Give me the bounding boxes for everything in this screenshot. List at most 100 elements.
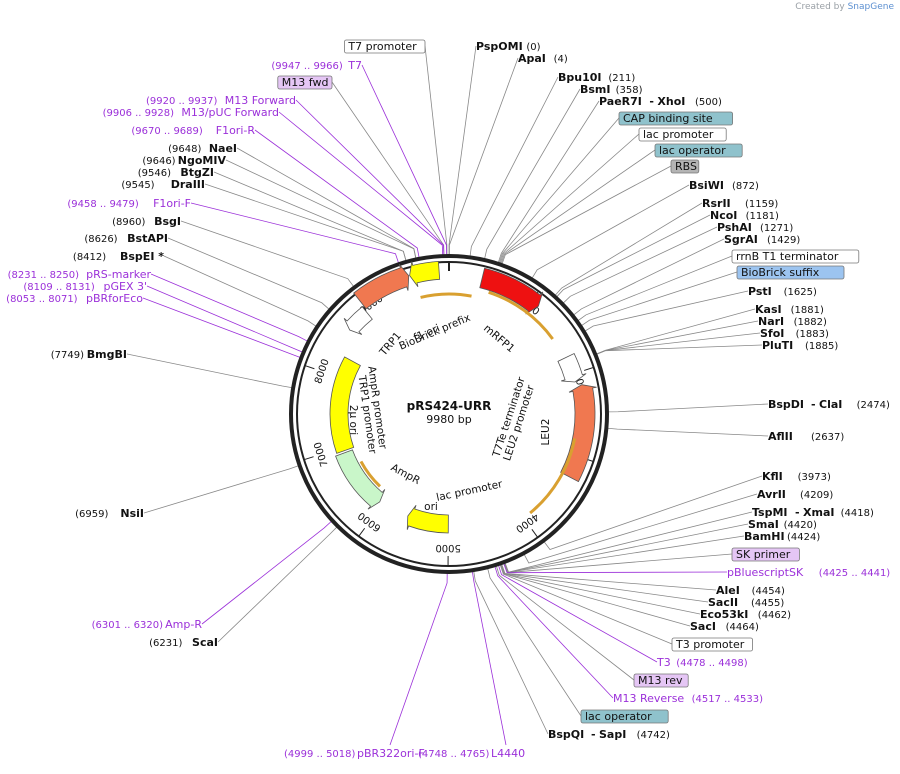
label-kasi: KasI(1881) bbox=[755, 303, 824, 316]
leader-line bbox=[497, 564, 658, 663]
site-position: (1625) bbox=[784, 287, 817, 298]
leader-line bbox=[225, 159, 417, 260]
leader-line bbox=[361, 64, 448, 257]
leader-line bbox=[572, 238, 725, 317]
feature-box-label: CAP binding site bbox=[623, 112, 713, 125]
leader-line bbox=[504, 523, 749, 573]
feature-ori bbox=[406, 504, 449, 534]
feature-box-label: M13 fwd bbox=[282, 76, 329, 89]
site-name: pBluescriptSK bbox=[727, 566, 804, 579]
site-position: (1159) bbox=[745, 199, 778, 210]
site-position: (500) bbox=[695, 97, 722, 108]
feature-box-label: lac operator bbox=[585, 710, 652, 723]
leader-line bbox=[523, 493, 758, 564]
label-nsii: NsiI(6959) bbox=[75, 507, 144, 520]
site-name: PspOMI bbox=[476, 40, 523, 53]
orientation-arc bbox=[420, 292, 472, 299]
site-name: BsgI bbox=[154, 215, 181, 228]
site-name: NsiI bbox=[120, 507, 144, 520]
site-position: (8626) bbox=[84, 234, 117, 245]
feature-box bbox=[580, 709, 669, 724]
site-position: (4418) bbox=[841, 508, 874, 519]
feature-box-label: BioBrick suffix bbox=[741, 266, 820, 279]
leader-line bbox=[424, 45, 448, 257]
site-position: (9947 .. 9966) bbox=[271, 61, 343, 72]
site-separator: - bbox=[795, 506, 800, 519]
feature-2-ori bbox=[329, 356, 361, 454]
tick-label: 6000 bbox=[356, 509, 383, 533]
site-name: pBR322ori-F bbox=[357, 747, 425, 760]
feature-box-label: lac operator bbox=[659, 144, 726, 157]
site-name: M13 Reverse bbox=[613, 692, 684, 705]
site-position: (8231 .. 8250) bbox=[8, 270, 80, 281]
site-name: SacII bbox=[708, 596, 738, 609]
site-name-2: ClaI bbox=[819, 398, 842, 411]
site-name: BtgZI bbox=[180, 166, 214, 179]
leader-line bbox=[473, 570, 549, 735]
leader-line bbox=[531, 184, 690, 280]
label-eco53ki: Eco53kI(4462) bbox=[700, 608, 791, 621]
feature-label-ori: ori bbox=[424, 501, 438, 513]
site-name: pRS-marker bbox=[86, 268, 151, 281]
site-name: BspEI * bbox=[120, 250, 164, 263]
label-m13-reverse: M13 Reverse(4517 .. 4533) bbox=[613, 692, 763, 705]
feature-trp1 bbox=[353, 263, 410, 310]
feature-box-label: SK primer bbox=[736, 548, 791, 561]
label-biobrick-suffix: BioBrick suffix bbox=[736, 265, 845, 280]
leader-line bbox=[502, 562, 728, 574]
leader-line bbox=[146, 285, 304, 353]
label-bpu10i: Bpu10I(211) bbox=[558, 71, 635, 84]
label-l4440: (4748 .. 4765)L4440 bbox=[418, 747, 525, 760]
site-name: BspQI bbox=[548, 728, 584, 741]
tick-mark bbox=[303, 456, 314, 461]
leader-line bbox=[498, 117, 620, 265]
site-name: SacI bbox=[690, 620, 716, 633]
credit-prefix: Created by bbox=[795, 2, 845, 12]
label-t3: T3(4478 .. 4498) bbox=[656, 656, 748, 669]
snapgene-credit: Created by SnapGene bbox=[795, 2, 894, 12]
feature-box bbox=[736, 265, 845, 280]
leader-line bbox=[471, 570, 507, 746]
snapgene-brand: SnapGene bbox=[847, 2, 894, 12]
site-name: KasI bbox=[755, 303, 782, 316]
site-position: (4455) bbox=[751, 598, 784, 609]
feature-box-label: RBS bbox=[675, 160, 697, 173]
site-name: PshAI bbox=[717, 221, 752, 234]
leader-line bbox=[580, 271, 738, 327]
site-name: M13 Forward bbox=[225, 94, 296, 107]
feature-box bbox=[731, 547, 800, 562]
site-position: (2474) bbox=[857, 400, 890, 411]
site-name: PaeR7I bbox=[599, 95, 642, 108]
feature-f1-ori bbox=[409, 260, 441, 287]
leader-line bbox=[389, 571, 448, 746]
label-bsmi: BsmI(358) bbox=[580, 83, 643, 96]
label-pgex-3: pGEX 3'(8109 .. 8131) bbox=[23, 280, 147, 293]
leader-line bbox=[469, 76, 559, 258]
tick-label: 7000 bbox=[313, 440, 331, 468]
site-name: SfoI bbox=[760, 327, 784, 340]
feature-box bbox=[670, 159, 700, 174]
site-name: BspDI bbox=[768, 398, 804, 411]
leader-line bbox=[201, 520, 333, 625]
site-position: (1429) bbox=[767, 235, 800, 246]
site-position: (8412) bbox=[73, 252, 106, 263]
backbone-inner bbox=[296, 261, 602, 567]
site-position: (4425 .. 4441) bbox=[819, 568, 891, 579]
site-name: AleI bbox=[716, 584, 740, 597]
leader-line bbox=[254, 129, 420, 259]
site-position: (7749) bbox=[51, 350, 84, 361]
site-name: AvrII bbox=[757, 488, 786, 501]
label-amp-r: Amp-R(6301 .. 6320) bbox=[92, 618, 203, 631]
label-pbluescriptsk: pBluescriptSK (4425 .. 4441) bbox=[727, 566, 890, 579]
site-name: NaeI bbox=[209, 142, 237, 155]
label-sacii: SacII (4455) bbox=[708, 596, 784, 609]
label-btgzi: BtgZI(9546) bbox=[138, 166, 214, 179]
leader-line bbox=[595, 344, 763, 356]
site-position: (3973) bbox=[798, 472, 831, 483]
leader-line bbox=[562, 226, 718, 305]
leader-line bbox=[497, 100, 600, 264]
site-position: (8960) bbox=[112, 217, 145, 228]
feature-box-label: T3 promoter bbox=[675, 638, 745, 651]
leader-line bbox=[295, 99, 445, 257]
